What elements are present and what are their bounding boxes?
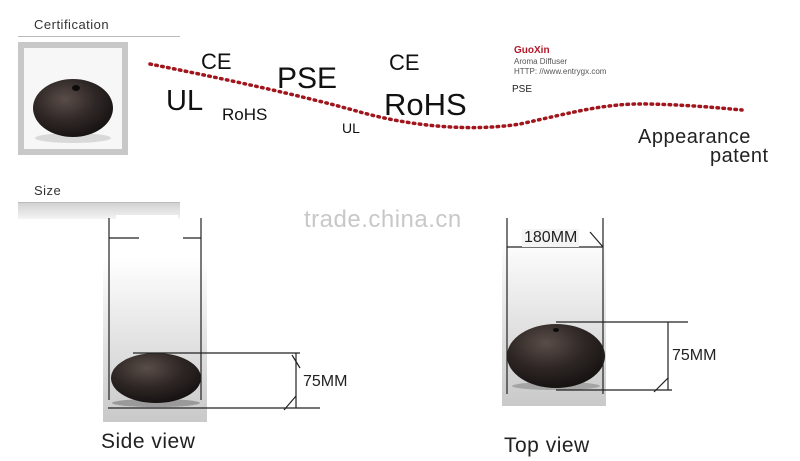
- product-name-label: Aroma Diffuser: [514, 57, 568, 66]
- size-section-label: Size: [34, 183, 62, 198]
- side-view-height-label: 75MM: [303, 373, 348, 390]
- pse-mark: PSE: [277, 62, 338, 95]
- ul-mark-1: UL: [166, 85, 204, 117]
- side-view-caption: Side view: [101, 430, 196, 453]
- top-view-width-label: 180MM: [522, 229, 580, 247]
- brand-label: GuoXin: [514, 45, 550, 56]
- ce-mark-2: CE: [389, 50, 420, 75]
- rohs-mark-2: RoHS: [384, 87, 467, 122]
- patent-label: patent: [710, 145, 769, 167]
- certification-product-photo: [18, 42, 128, 155]
- product-image: [24, 48, 122, 149]
- appearance-label: Appearance: [638, 126, 751, 148]
- top-view-caption: Top view: [504, 434, 590, 457]
- website-label: HTTP: //www.entrygx.com: [514, 67, 607, 76]
- top-view-height-label: 75MM: [672, 347, 717, 364]
- size-divider: [18, 202, 180, 203]
- pse-small-label: PSE: [512, 84, 533, 95]
- ul-mark-2: UL: [342, 120, 360, 136]
- rohs-mark-1: RoHS: [222, 105, 268, 124]
- ce-mark-1: CE: [201, 49, 232, 74]
- dotted-wave-line: [148, 62, 744, 130]
- certification-divider: [18, 36, 180, 37]
- watermark: trade.china.cn: [304, 206, 462, 233]
- certification-section-label: Certification: [34, 17, 110, 32]
